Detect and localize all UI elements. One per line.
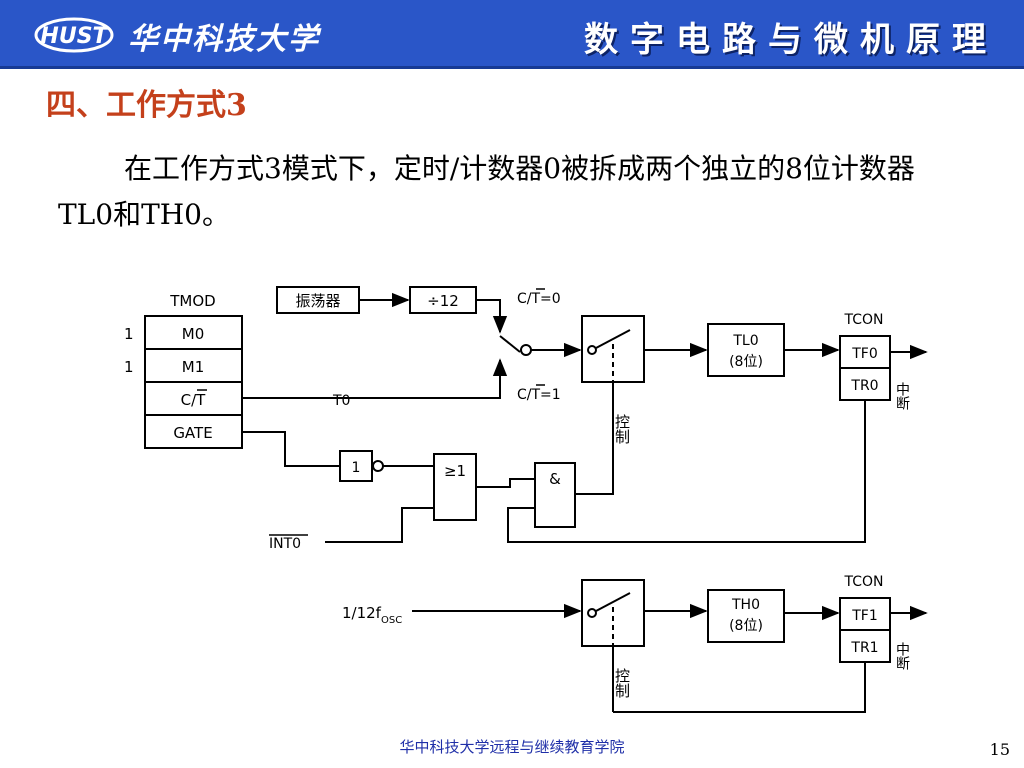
section-title: 四、工作方式3 bbox=[46, 88, 247, 123]
intro-paragraph: 在工作方式3模式下，定时/计数器0被拆成两个独立的8位计数器TL0和TH0。 bbox=[58, 152, 915, 231]
header-banner: HUST 华中科技大学 数字电路与微机原理 bbox=[0, 0, 1024, 69]
not-gate-label: 1 bbox=[352, 460, 361, 476]
th0-counter bbox=[707, 589, 785, 643]
tmod-title: TMOD bbox=[169, 292, 215, 310]
or-gate-label: ≥1 bbox=[444, 462, 466, 480]
tcon-title-lower: TCON bbox=[844, 574, 884, 590]
m1-value: 1 bbox=[124, 358, 134, 376]
tmod-m0: M0 bbox=[182, 325, 205, 343]
interrupt-label-lower: 中断 bbox=[894, 642, 910, 670]
int0-label: INT0 bbox=[269, 536, 301, 552]
and-gate-label: & bbox=[549, 470, 561, 488]
ct-control-wire bbox=[242, 358, 508, 399]
hust-logo-icon: HUST bbox=[34, 17, 114, 53]
tf1-label: TF1 bbox=[851, 608, 878, 624]
divider-label: ÷12 bbox=[427, 292, 459, 310]
m0-value: 1 bbox=[124, 325, 134, 343]
page-number: 15 bbox=[989, 740, 1010, 759]
footer-institution: 华中科技大学远程与继续教育学院 bbox=[399, 738, 625, 756]
tl0-name: TL0 bbox=[732, 333, 758, 349]
control-label-2: 控制 bbox=[613, 668, 631, 698]
logo-text: HUST bbox=[40, 24, 109, 49]
oscillator-label: 振荡器 bbox=[295, 292, 340, 310]
control-label-1: 控制 bbox=[613, 414, 631, 444]
tmod-ct: C/T bbox=[181, 391, 207, 409]
school-name: 华中科技大学 bbox=[128, 22, 320, 57]
th0-sub: (8位) bbox=[729, 618, 763, 634]
tr0-label: TR0 bbox=[850, 378, 878, 394]
t0-label: T0 bbox=[332, 393, 350, 409]
ct1-label: C/T=1 bbox=[517, 387, 561, 403]
tcon-title-upper: TCON bbox=[844, 312, 884, 328]
osc-input-label: 1/12fOSC bbox=[342, 604, 402, 626]
interrupt-label-upper: 中断 bbox=[894, 382, 910, 410]
tr1-label: TR1 bbox=[850, 640, 878, 656]
tmod-gate: GATE bbox=[173, 424, 212, 442]
course-title: 数字电路与微机原理 bbox=[584, 20, 998, 60]
tmod-m1: M1 bbox=[182, 358, 205, 376]
tf0-label: TF0 bbox=[851, 346, 878, 362]
mux-contact bbox=[520, 344, 532, 356]
tl0-sub: (8位) bbox=[729, 354, 763, 370]
ct0-label: C/T=0 bbox=[517, 291, 561, 307]
th0-name: TH0 bbox=[731, 597, 760, 613]
